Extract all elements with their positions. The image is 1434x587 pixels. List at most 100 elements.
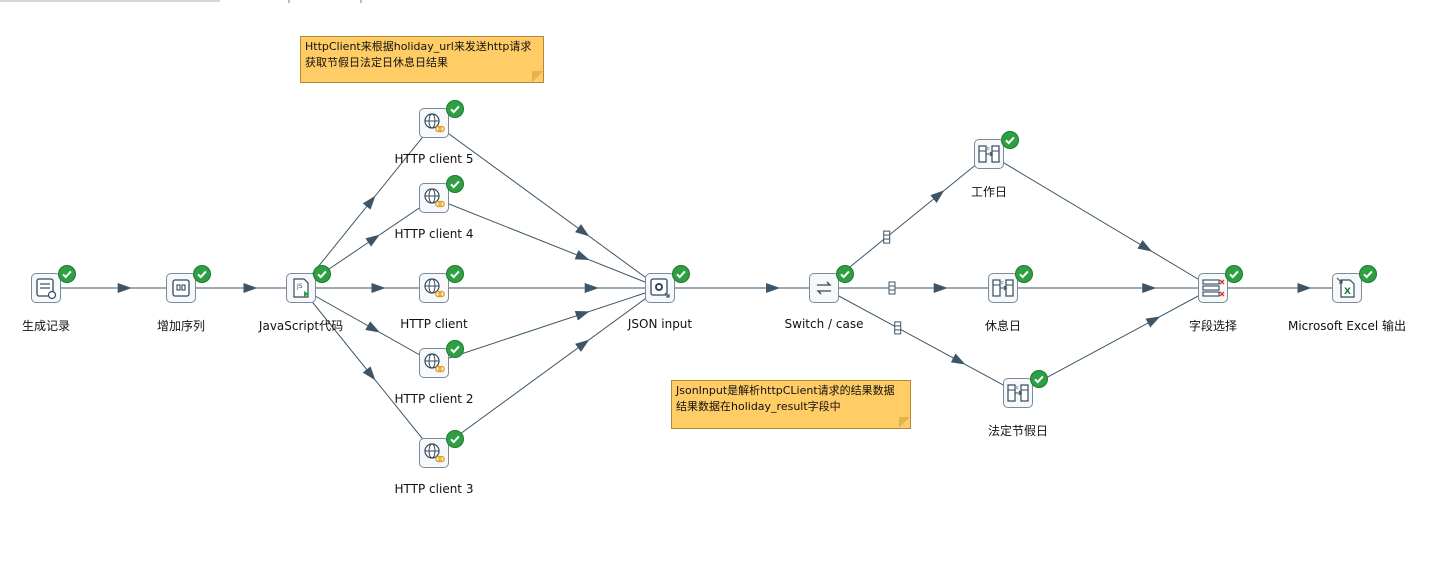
note-line: 结果数据在holiday_result字段中 [676,400,841,413]
note-http-client[interactable]: HttpClient来根据holiday_url来发送http请求 获取节假日法… [300,36,544,83]
hop-arrow [575,224,590,237]
step-http1[interactable] [419,265,464,303]
copy-rows-icon [888,281,896,295]
check-circle-icon [1015,265,1033,283]
hop-arrow [365,321,380,333]
step-http2[interactable] [419,340,464,378]
note-json-input[interactable]: JsonInput是解析httpCLient请求的结果数据 结果数据在holid… [671,380,911,429]
switch-case-icon [816,281,832,295]
copy-rows-icon [894,321,902,335]
hop-arrow [575,339,590,352]
svg-text:c: c [987,146,990,152]
javascript-icon: JS [293,278,309,298]
step-icon-box[interactable] [419,183,449,213]
step-switch-case[interactable] [809,265,854,303]
hop-arrow [362,366,376,381]
sequence-icon [172,279,190,297]
check-circle-icon [446,340,464,358]
step-javascript[interactable]: JS [286,265,331,303]
hop-line[interactable] [433,287,661,364]
top-border [0,0,1434,3]
step-generate-rows[interactable] [31,265,76,303]
check-circle-icon [193,265,211,283]
check-circle-icon [672,265,690,283]
http-client-icon [424,113,445,133]
step-restday[interactable]: c [988,265,1033,303]
http-client-icon [424,188,445,208]
hop-line[interactable] [823,153,990,289]
step-icon-box[interactable]: c [974,139,1004,169]
step-workday[interactable]: c [974,131,1019,169]
step-holiday[interactable]: c [1003,370,1048,408]
hop-arrow [365,234,380,247]
step-label: 工作日 [970,185,1007,199]
http-client-icon [424,353,445,373]
check-circle-icon [446,265,464,283]
check-circle-icon [1359,265,1377,283]
note-line: 获取节假日法定日休息日结果 [305,56,448,69]
step-icon-box[interactable] [166,273,196,303]
step-label: HTTP client 4 [394,227,474,241]
step-icon-box[interactable] [31,273,61,303]
step-http4[interactable] [419,175,464,213]
step-select-fields[interactable] [1198,265,1243,303]
step-label: 生成记录 [21,319,70,333]
step-add-sequence[interactable] [166,265,211,303]
note-line: HttpClient来根据holiday_url来发送http请求 [305,40,532,53]
check-circle-icon [836,265,854,283]
step-icon-box[interactable] [645,273,675,303]
hop-line[interactable] [988,153,1214,289]
step-icon-box[interactable] [419,438,449,468]
step-icon-box[interactable]: c [1003,378,1033,408]
hop-line[interactable] [823,287,1019,394]
step-icon-box[interactable]: c [988,273,1018,303]
hop-line[interactable] [433,122,661,289]
note-line: JsonInput是解析httpCLient请求的结果数据 [676,384,895,397]
step-label: HTTP client [400,317,468,331]
step-label: HTTP client 5 [394,152,474,166]
step-icon-box[interactable] [419,273,449,303]
step-http5[interactable] [419,100,464,138]
hop-line[interactable] [433,287,661,454]
check-circle-icon [1225,265,1243,283]
json-input-icon [650,278,670,298]
hop-arrow [574,250,590,260]
hop-line[interactable] [300,122,435,289]
http-client-icon [424,278,445,298]
step-icon-box[interactable] [419,108,449,138]
step-icon-box[interactable]: JS [286,273,316,303]
step-icon-box[interactable] [419,348,449,378]
svg-text:X: X [1344,287,1351,297]
step-label: 字段选择 [1188,319,1237,333]
copy-rows-icon [883,230,891,244]
hop-arrow [930,190,945,203]
step-icon-box[interactable]: X [1332,273,1362,303]
hop-arrow [1145,316,1161,328]
step-excel-output[interactable]: X [1332,265,1377,303]
step-icon-box[interactable] [809,273,839,303]
step-label: HTTP client 3 [394,482,474,496]
hop-line[interactable] [1017,287,1214,394]
step-label: 法定节假日 [987,424,1048,438]
step-json-input[interactable] [645,265,690,303]
step-http3[interactable] [419,430,464,468]
hop-arrow [574,311,590,321]
calculator-icon: c [992,279,1014,297]
step-label: 休息日 [984,319,1021,333]
check-circle-icon [313,265,331,283]
generate-rows-icon [36,278,57,300]
check-circle-icon [446,175,464,193]
svg-text:c: c [1016,385,1019,391]
step-label: HTTP client 2 [394,392,474,406]
step-icon-box[interactable] [1198,273,1228,303]
hop-line[interactable] [433,197,661,289]
check-circle-icon [1030,370,1048,388]
step-label: JavaScript代码 [258,319,344,333]
hop-arrow [950,353,966,365]
hop-arrow [362,195,376,210]
excel-output-icon: X [1336,277,1355,298]
step-label: Microsoft Excel 输出 [1287,319,1407,333]
check-circle-icon [1001,131,1019,149]
hop-line[interactable] [300,287,435,454]
